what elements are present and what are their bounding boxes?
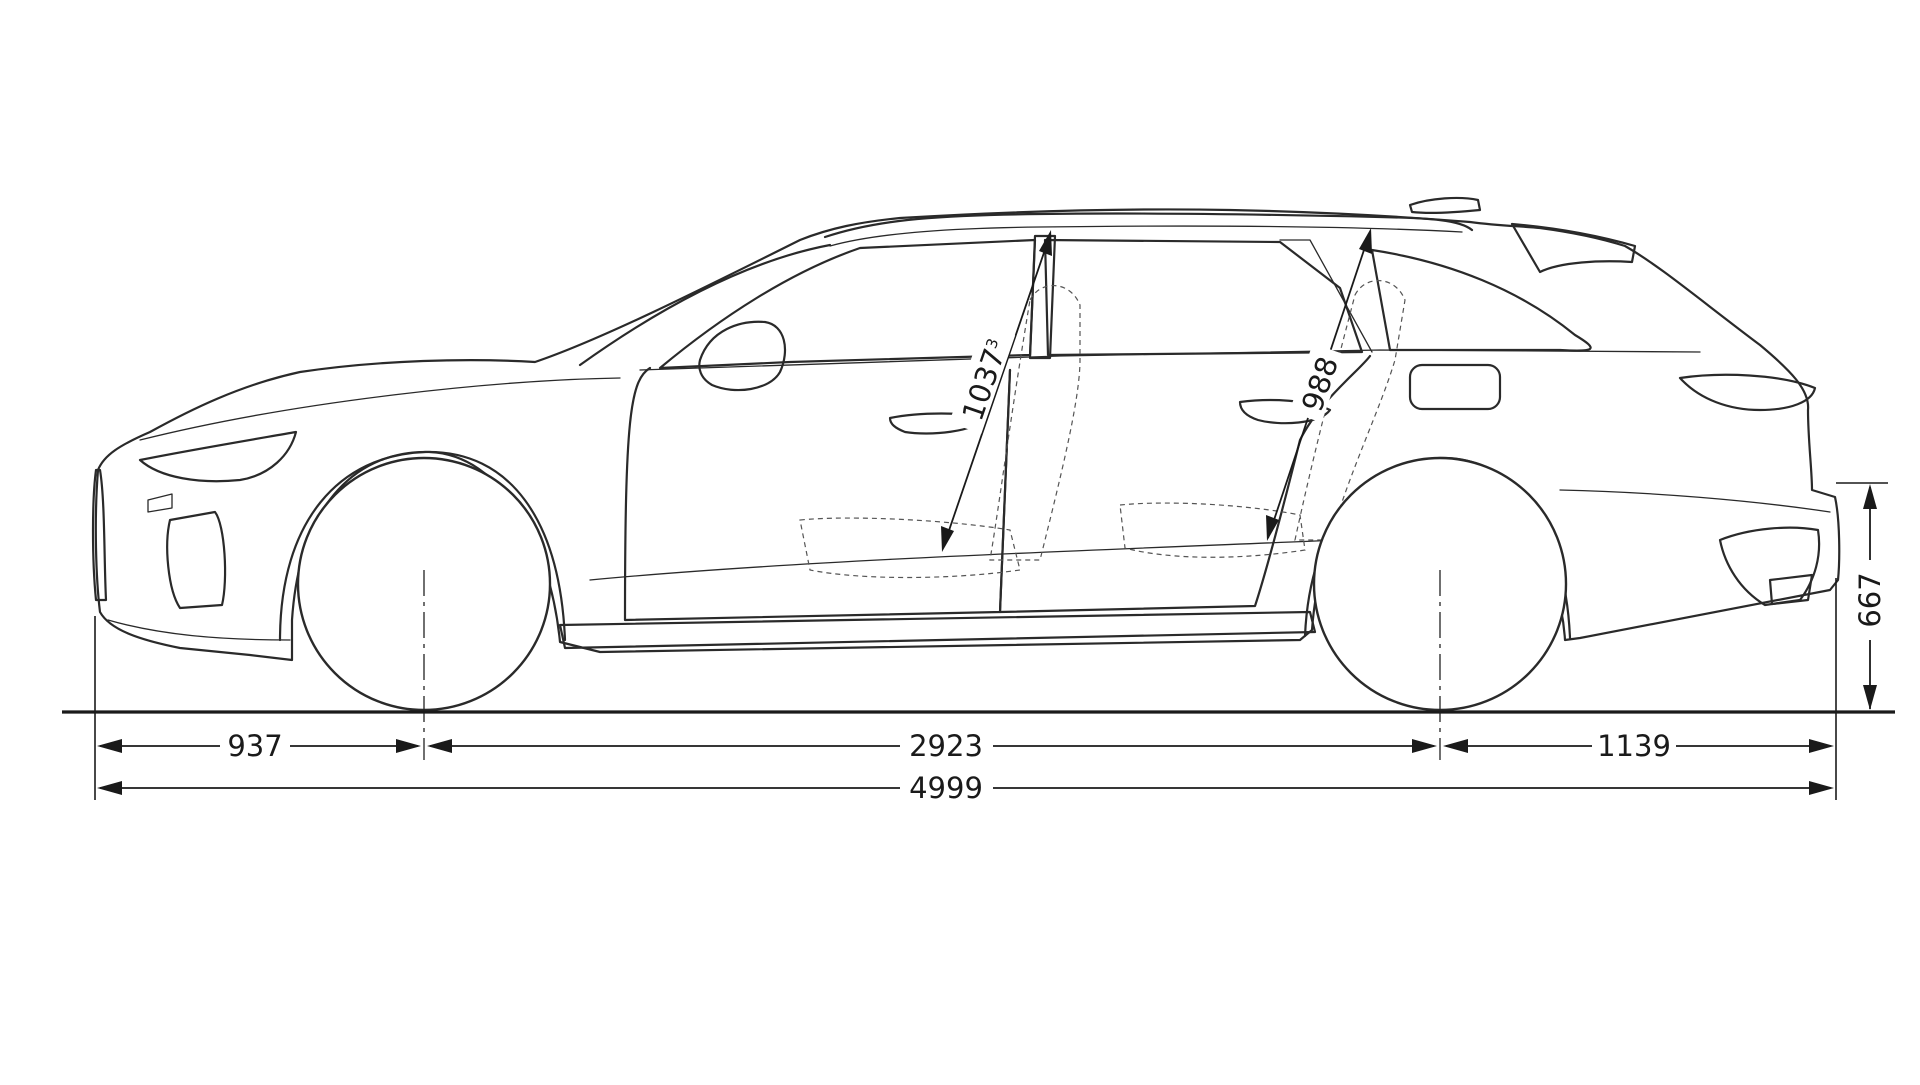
exhaust-tip [1768, 573, 1814, 606]
extension-lines [94, 482, 1888, 800]
rear-diffuser-line [1559, 489, 1831, 513]
rear-seat-cushion [1119, 502, 1306, 558]
front-overhang-arrow-left [97, 739, 122, 753]
side-mirror [698, 320, 787, 392]
front-splitter [107, 619, 291, 641]
rear-headroom-label-bg [1289, 343, 1345, 423]
front-intake [166, 510, 227, 610]
rear-bumper-vent [1718, 526, 1821, 607]
load-height-arrow-bottom [1863, 685, 1877, 710]
front-headroom-line [942, 234, 1051, 549]
c-pillar [1279, 239, 1373, 353]
body-outline [94, 208, 1841, 662]
front-fog-light [147, 493, 173, 513]
wheelbase-arrow-left [427, 739, 452, 753]
rear-overhang-label: 1139 [1597, 729, 1671, 763]
overall-length-arrow-right [1809, 781, 1834, 795]
rear-headroom-arrow-bottom [1266, 515, 1279, 541]
load-height-label: 667 [1853, 572, 1887, 627]
roof-spoiler [1408, 196, 1482, 214]
fuel-door [1408, 363, 1502, 411]
dimension-row-2: 4999 [97, 771, 1834, 805]
side-skirt [558, 610, 1317, 650]
front-headroom-arrow-bottom [941, 526, 954, 552]
front-headroom-label-bg [949, 324, 1016, 434]
front-seat-cushion [799, 517, 1021, 579]
wheelbase-arrow-right [1412, 739, 1437, 753]
rear-seat-backrest [1294, 280, 1406, 541]
rear-window [1043, 238, 1364, 357]
windshield-window-line [578, 243, 832, 367]
dimension-front-headroom: 10373 [941, 230, 1052, 552]
roof-rail-lower [829, 225, 1463, 247]
overall-length-label: 4999 [909, 771, 983, 805]
front-grille [91, 468, 108, 602]
front-overhang-arrow-right [396, 739, 421, 753]
rear-overhang-arrow-right [1809, 739, 1834, 753]
wheelbase-label: 2923 [909, 729, 983, 763]
wheels [296, 456, 1568, 760]
rear-tail-light [1678, 373, 1817, 412]
front-seat-backrest [989, 285, 1081, 561]
quarter-window [1370, 248, 1592, 352]
dimension-row-1: 937 2923 1139 [97, 729, 1834, 763]
rear-overhang-arrow-left [1443, 739, 1468, 753]
front-wheel-arch [278, 450, 567, 642]
load-height-arrow-top [1863, 484, 1877, 509]
shoulder-line [139, 377, 621, 441]
overall-length-arrow-left [97, 781, 122, 795]
front-door-handle [888, 412, 987, 435]
belt-line [639, 349, 1701, 371]
front-overhang-label: 937 [227, 729, 282, 763]
front-door [623, 366, 1012, 622]
rear-headroom-arrow-top [1359, 228, 1372, 254]
seats-dashed [799, 280, 1406, 579]
front-headroom-arrow-top [1039, 230, 1052, 256]
rear-headroom-label: 988 [1295, 352, 1345, 415]
roof-rail [823, 212, 1474, 239]
front-window [658, 238, 1037, 370]
headlight [138, 430, 298, 483]
rear-spoiler [1510, 222, 1637, 274]
dimension-load-height: 667 [1853, 484, 1887, 710]
